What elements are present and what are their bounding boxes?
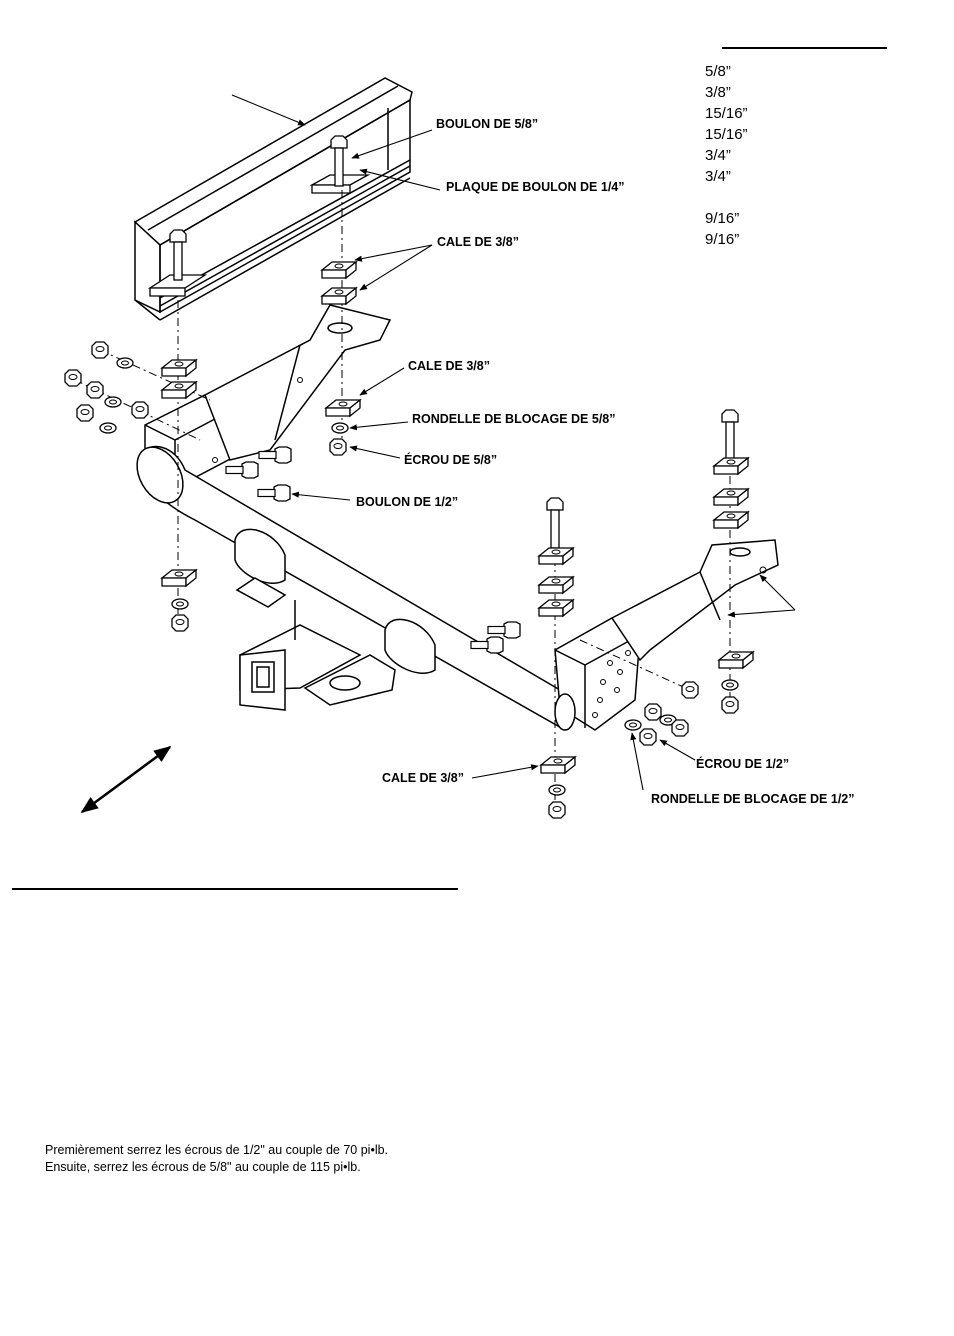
leader-lines <box>231 94 796 791</box>
size-item: 3/4” <box>705 147 731 164</box>
hitch-body <box>136 304 779 731</box>
direction-arrow <box>80 745 172 814</box>
size-list-rule <box>722 47 887 49</box>
callout-nut-1-2: ÉCROU DE 1/2” <box>696 756 789 771</box>
left-side-hardware <box>64 341 149 434</box>
callout-shim-mid: CALE DE 3/8” <box>408 359 490 373</box>
torque-note-2: Ensuite, serrez les écrous de 5/8" au co… <box>45 1160 361 1174</box>
size-item: 5/8” <box>705 63 731 80</box>
size-item: 15/16” <box>705 126 748 143</box>
callout-bolt-5-8: BOULON DE 5/8” <box>436 117 538 131</box>
size-item: 9/16” <box>705 231 740 248</box>
callout-lock-washer-5-8: RONDELLE DE BLOCAGE DE 5/8” <box>412 412 616 426</box>
callout-bolt-1-2: BOULON DE 1/2” <box>356 495 458 509</box>
callout-shim-bottom: CALE DE 3/8” <box>382 771 464 785</box>
callout-lock-washer-1-2: RONDELLE DE BLOCAGE DE 1/2” <box>651 792 855 806</box>
bracket-holes <box>212 377 767 718</box>
callout-nut-5-8: ÉCROU DE 5/8” <box>404 452 497 467</box>
size-item: 15/16” <box>705 105 748 122</box>
callout-shim-top: CALE DE 3/8” <box>437 235 519 249</box>
size-item: 9/16” <box>705 210 740 227</box>
size-item: 3/8” <box>705 84 731 101</box>
section-rule <box>12 888 458 890</box>
callout-bolt-plate-1-4: PLAQUE DE BOULON DE 1/4” <box>446 180 625 194</box>
size-item: 3/4” <box>705 168 731 185</box>
frame-rail <box>133 77 413 321</box>
torque-note-1: Premièrement serrez les écrous de 1/2" a… <box>45 1143 389 1157</box>
